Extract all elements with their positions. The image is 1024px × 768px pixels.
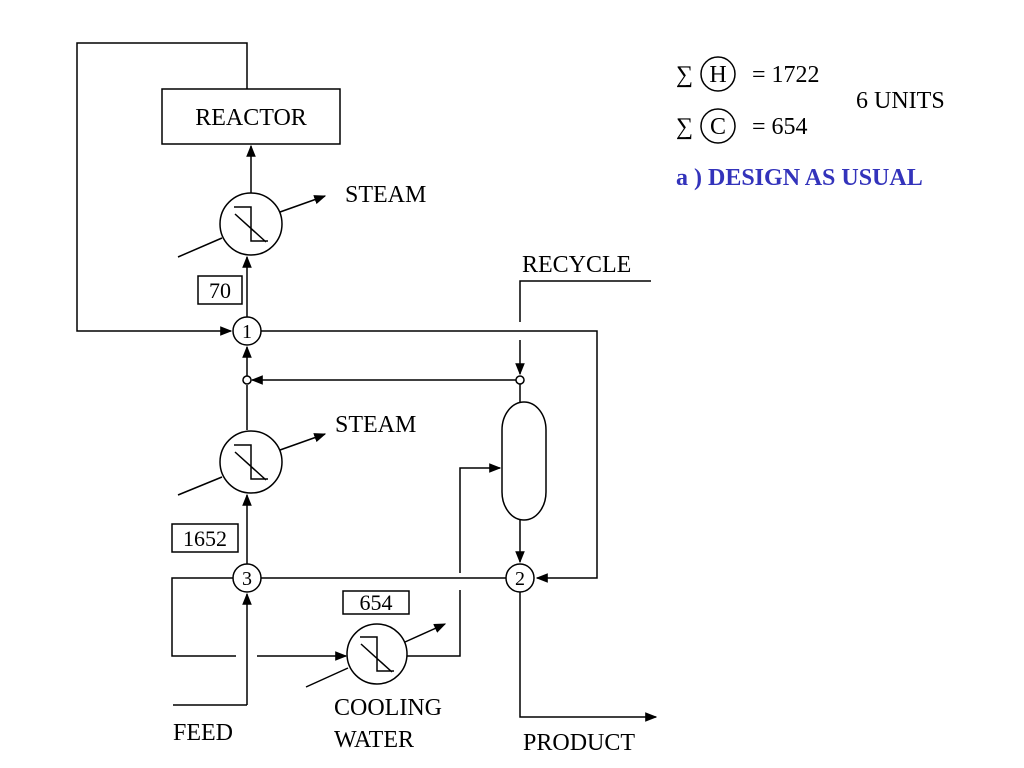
cold-value: = 654: [752, 114, 808, 140]
steam-mid-label: STEAM: [335, 412, 416, 438]
node-1-label: 1: [242, 321, 252, 343]
cooling-water-out: [404, 623, 447, 643]
cooling-water-in: [305, 667, 349, 688]
feed-label: FEED: [173, 720, 233, 746]
reactor-bypass-line: [76, 42, 248, 336]
sum-symbol-hot: ∑: [676, 62, 693, 88]
hot-value: = 1722: [752, 62, 820, 88]
design-note: a ) DESIGN AS USUAL: [676, 165, 923, 191]
sum-symbol-cold: ∑: [676, 114, 693, 140]
units-label: 6 UNITS: [856, 88, 945, 114]
recycle-line: [519, 280, 651, 322]
product-label: PRODUCT: [523, 730, 635, 756]
product-line: [519, 592, 658, 722]
mid-steam-in: [177, 476, 223, 496]
cooling-label: COOLING: [334, 695, 442, 721]
middle-exchanger-coil: [234, 444, 268, 481]
box-1652: [171, 523, 239, 553]
cooler-to-column-line: [459, 463, 502, 573]
mid-steam-out: [279, 433, 327, 451]
reactor-box: [161, 88, 341, 145]
box-654: [342, 590, 410, 615]
cooler-coil: [360, 636, 394, 673]
top-exchanger-coil: [234, 206, 268, 243]
steam-top-label: STEAM: [345, 182, 426, 208]
water-label: WATER: [334, 727, 414, 753]
node-2-label: 2: [515, 568, 525, 590]
hot-letter: H: [709, 62, 726, 88]
node3-left-loop: [171, 577, 236, 657]
box-654-value: 654: [360, 590, 393, 615]
line-node1-to-node2: [261, 330, 598, 583]
node-3-label: 3: [242, 568, 252, 590]
box-70: [197, 275, 243, 305]
cold-letter: C: [710, 114, 726, 140]
top-steam-out: [279, 195, 327, 213]
hot-circle: [700, 56, 736, 92]
junction-right: [515, 375, 525, 385]
reactor-label: REACTOR: [195, 105, 307, 131]
box-70-value: 70: [209, 278, 231, 303]
top-steam-in: [177, 237, 223, 258]
box-1652-value: 1652: [183, 526, 227, 551]
cold-circle: [700, 108, 736, 144]
cooler-outlet-line: [407, 590, 461, 657]
recycle-label: RECYCLE: [522, 252, 631, 278]
distillation-column: [501, 401, 547, 521]
junction-left: [242, 375, 252, 385]
